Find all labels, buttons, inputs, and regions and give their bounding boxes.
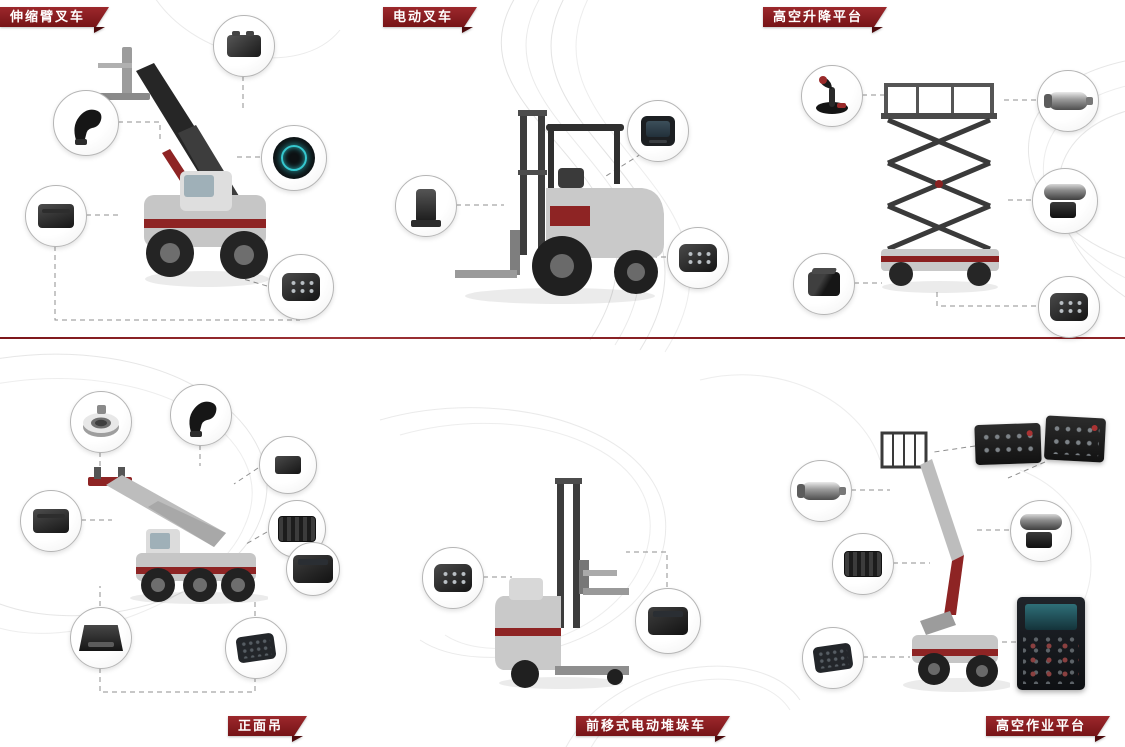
component-circle: [225, 617, 287, 679]
control-module-icon: [38, 204, 74, 228]
component-circle: [667, 227, 729, 289]
control-keypad-icon: [812, 642, 854, 674]
section-label-text: 高空升降平台: [763, 7, 887, 27]
ribbon-tail: [94, 27, 106, 33]
control-panel-right-icon: [1043, 415, 1107, 463]
component-circle: [170, 384, 232, 446]
section-label-text: 高空作业平台: [986, 716, 1110, 736]
keypad-panel-icon: [235, 632, 277, 664]
connector-plate-icon: [1050, 293, 1088, 321]
ribbon-tail: [292, 736, 304, 742]
pump-block: [1026, 532, 1052, 548]
grip-handle-icon: [189, 401, 217, 437]
control-panel-left-icon: [974, 422, 1042, 466]
dc-motor-icon: [797, 482, 846, 500]
component-circle: [20, 490, 82, 552]
connector-plate-icon: [679, 244, 717, 272]
section-divider-line: [0, 337, 1125, 339]
component-circle: [793, 253, 855, 315]
label-electric-forklift: 电动叉车: [383, 7, 477, 33]
power-module-icon: [844, 551, 882, 577]
component-circle: [635, 588, 701, 654]
component-circle: [286, 542, 340, 596]
ribbon-tail: [462, 27, 474, 33]
section-label-text: 伸缩臂叉车: [0, 7, 109, 27]
component-circle: [1037, 70, 1099, 132]
telescopic-boom-forklift-illustration: [98, 47, 269, 287]
control-module-icon: [33, 509, 69, 533]
component-circle: [790, 460, 852, 522]
electric-forklift-illustration: [455, 110, 664, 304]
display-unit-icon: [641, 116, 675, 146]
component-circle: [53, 90, 119, 156]
dc-motor-icon: [1044, 92, 1093, 110]
component-circle: [627, 100, 689, 162]
electric-reach-truck-illustration: [495, 478, 629, 689]
ribbon-tail: [872, 27, 884, 33]
component-circle: [25, 185, 87, 247]
controller-box-icon: [227, 31, 261, 57]
component-circle: [1038, 276, 1100, 338]
component-circle: [1010, 500, 1072, 562]
label-reach-truck: 前移式电动堆垛车: [576, 716, 730, 742]
joystick-grip-icon: [74, 109, 102, 145]
component-circle: [802, 627, 864, 689]
vehicle-controller-icon: [79, 625, 123, 651]
section-label-text: 电动叉车: [383, 7, 477, 27]
section-label-text: 正面吊: [228, 716, 307, 736]
label-scissor-lift: 高空升降平台: [763, 7, 887, 33]
component-circle: [261, 125, 327, 191]
component-circle: [70, 391, 132, 453]
control-box-buttons: [1023, 637, 1079, 684]
drive-controller-icon: [411, 189, 441, 227]
pump-cylinder: [1044, 184, 1086, 200]
component-circle: [259, 436, 317, 494]
platform-control-box-icon: [1017, 597, 1085, 690]
component-circle: [422, 547, 484, 609]
ribbon-tail: [715, 736, 727, 742]
component-circle: [213, 15, 275, 77]
instrument-display-icon: [273, 137, 315, 179]
articulated-boom-lift-illustration: [880, 431, 1010, 692]
component-circle: [1032, 168, 1098, 234]
scissor-lift-illustration: [881, 83, 999, 293]
battery-module-icon: [648, 607, 688, 635]
component-circle: [801, 65, 863, 127]
joystick-controller-icon: [816, 76, 848, 114]
label-boom-lift: 高空作业平台: [986, 716, 1110, 742]
ribbon-tail: [1095, 736, 1107, 742]
junction-box-icon: [275, 456, 301, 474]
component-circle: [395, 175, 457, 237]
rotary-sensor-icon: [83, 405, 119, 437]
component-circle: [70, 607, 132, 669]
pump-block: [1050, 202, 1076, 218]
hydraulic-pump-icon: [1020, 514, 1062, 548]
control-box-screen: [1025, 604, 1077, 630]
control-block-icon: [808, 272, 840, 296]
label-telescopic-forklift: 伸缩臂叉车: [0, 7, 109, 33]
label-reach-stacker: 正面吊: [228, 716, 307, 742]
connector-plate-icon: [434, 564, 472, 592]
hydraulic-power-unit-icon: [1044, 184, 1086, 218]
pump-cylinder: [1020, 514, 1062, 530]
section-label-text: 前移式电动堆垛车: [576, 716, 730, 736]
power-module-icon: [278, 516, 316, 542]
power-module-icon: [293, 555, 333, 583]
reach-stacker-illustration: [88, 467, 268, 604]
component-circle: [268, 254, 334, 320]
component-circle: [832, 533, 894, 595]
connector-plate-icon: [282, 273, 320, 301]
